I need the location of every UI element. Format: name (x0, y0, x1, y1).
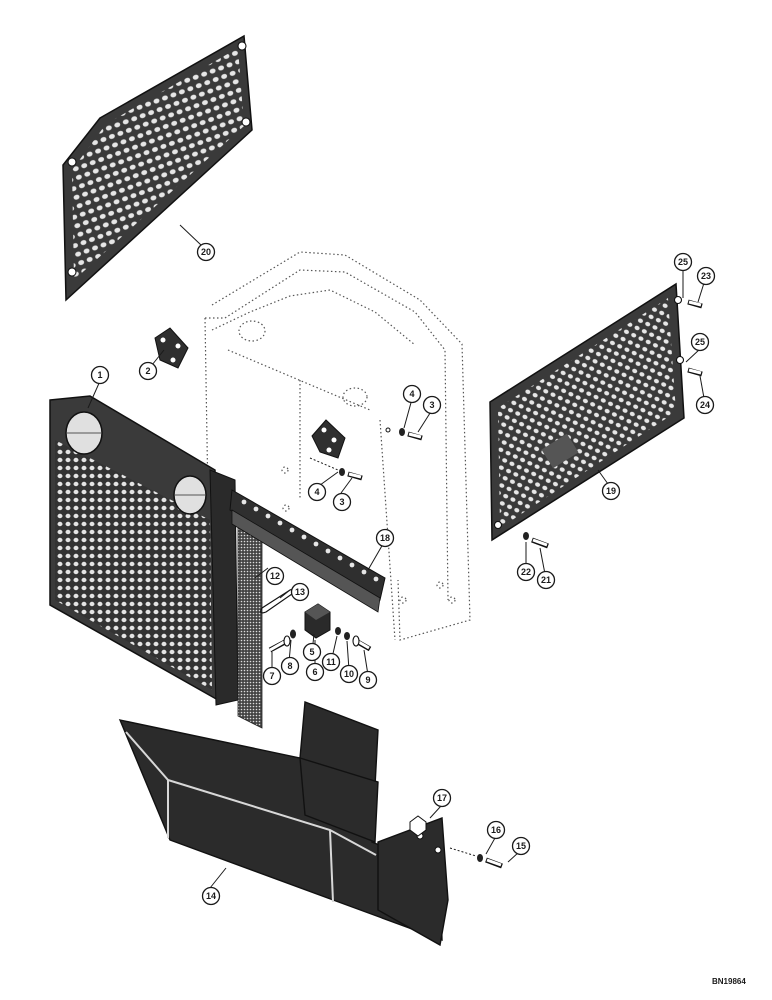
callout-25b: 25 (690, 332, 710, 352)
top-screen-part-20 (62, 34, 253, 302)
svg-text:3: 3 (339, 497, 344, 507)
housing-bracket (311, 419, 346, 459)
callout-25a: 25 (673, 252, 693, 272)
callout-19: 19 (601, 481, 621, 501)
svg-text:11: 11 (326, 657, 336, 667)
svg-text:22: 22 (521, 567, 531, 577)
bracket-part-2 (154, 327, 189, 369)
svg-text:8: 8 (287, 661, 292, 671)
svg-text:20: 20 (201, 247, 211, 257)
callout-6: 6 (305, 662, 325, 682)
svg-text:10: 10 (344, 669, 354, 679)
svg-text:19: 19 (606, 486, 616, 496)
svg-text:23: 23 (701, 271, 711, 281)
hardware (268, 427, 423, 653)
front-grille-part-1 (49, 395, 239, 706)
svg-text:12: 12 (270, 571, 280, 581)
callout-4b: 4 (307, 482, 327, 502)
svg-text:4: 4 (314, 487, 319, 497)
callout-23: 23 (696, 266, 716, 286)
callout-9: 9 (358, 670, 378, 690)
callout-20: 20 (196, 242, 216, 262)
svg-text:15: 15 (516, 841, 526, 851)
callout-11: 11 (321, 652, 341, 672)
callout-10: 10 (339, 664, 359, 684)
svg-text:7: 7 (269, 671, 274, 681)
svg-text:14: 14 (206, 891, 216, 901)
drawing-code: BN19864 (712, 977, 746, 986)
callout-15: 15 (511, 836, 531, 856)
callouts: 1 2 3 3 4 4 5 6 7 8 9 10 11 12 13 14 15 … (90, 242, 716, 906)
callout-13: 13 (290, 582, 310, 602)
block-part-5 (304, 603, 331, 639)
callout-21: 21 (536, 570, 556, 590)
svg-text:17: 17 (437, 793, 447, 803)
bumper-part-14 (118, 701, 503, 947)
callout-16: 16 (486, 820, 506, 840)
callout-18: 18 (375, 528, 395, 548)
callout-17: 17 (432, 788, 452, 808)
pin-part-13 (260, 588, 295, 614)
callout-7: 7 (262, 666, 282, 686)
svg-text:18: 18 (380, 533, 390, 543)
callout-8: 8 (280, 656, 300, 676)
svg-text:13: 13 (295, 587, 305, 597)
callout-24: 24 (695, 395, 715, 415)
callout-22: 22 (516, 562, 536, 582)
callout-5: 5 (302, 642, 322, 662)
leader-lines (87, 224, 705, 889)
svg-text:24: 24 (700, 400, 710, 410)
callout-3b: 3 (332, 492, 352, 512)
callout-1: 1 (90, 365, 110, 385)
callout-14: 14 (201, 886, 221, 906)
svg-text:4: 4 (409, 389, 414, 399)
radiator-housing-outline (204, 251, 471, 641)
svg-text:25: 25 (695, 337, 705, 347)
callout-12: 12 (265, 566, 285, 586)
callout-2: 2 (138, 361, 158, 381)
angle-bar-part-18 (229, 489, 386, 613)
svg-text:5: 5 (309, 647, 314, 657)
svg-text:9: 9 (365, 675, 370, 685)
svg-text:16: 16 (491, 825, 501, 835)
svg-text:21: 21 (541, 575, 551, 585)
svg-text:1: 1 (97, 370, 102, 380)
svg-text:2: 2 (145, 366, 150, 376)
right-screen-part-19 (489, 282, 703, 549)
svg-text:25: 25 (678, 257, 688, 267)
svg-text:6: 6 (312, 667, 317, 677)
svg-text:3: 3 (429, 400, 434, 410)
callout-4a: 4 (402, 384, 422, 404)
callout-3a: 3 (422, 395, 442, 415)
